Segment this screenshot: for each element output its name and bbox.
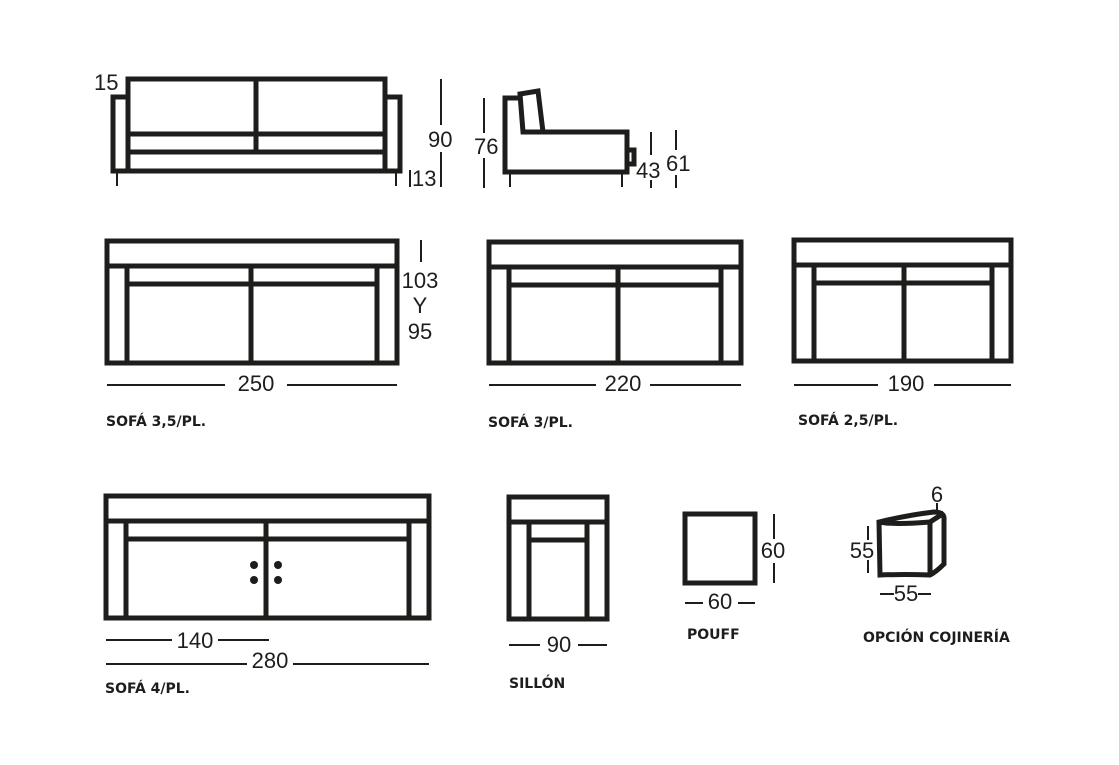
side-view: 76 43 61 <box>474 88 690 188</box>
model-name: SOFÁ 3,5/PL. <box>106 413 206 430</box>
width-label: 55 <box>894 581 918 606</box>
depth-label: 60 <box>761 538 785 563</box>
height-note-1: 103 <box>402 268 439 293</box>
model-name: SOFÁ 4/PL. <box>105 680 190 697</box>
sofa-3-5-plazas: 250 103 Y 95 SOFÁ 3,5/PL. <box>104 238 439 430</box>
width-label: 220 <box>605 371 642 396</box>
width-label: 280 <box>252 648 289 673</box>
back-height-label: 76 <box>474 134 498 159</box>
front-view: 15 90 13 <box>94 70 452 191</box>
model-name: POUFF <box>687 627 740 643</box>
sofa-3-plazas: 220 SOFÁ 3/PL. <box>486 239 744 431</box>
model-name: SOFÁ 3/PL. <box>488 414 573 431</box>
total-height-label: 90 <box>428 127 452 152</box>
side-arm-height-label: 61 <box>666 151 690 176</box>
width-label: 60 <box>708 589 732 614</box>
leg-height-label: 13 <box>412 166 436 191</box>
arm-height-label: 15 <box>94 70 118 95</box>
model-name: SILLÓN <box>509 674 565 692</box>
width-label: 90 <box>547 632 571 657</box>
thickness-label: 6 <box>931 482 943 507</box>
model-name: OPCIÓN COJINERÍA <box>863 628 1010 646</box>
pouff: 60 60 POUFF <box>682 511 785 643</box>
opcion-cojineria: 6 55 55 OPCIÓN COJINERÍA <box>850 482 1010 646</box>
module-width-label: 140 <box>177 628 214 653</box>
width-label: 190 <box>888 371 925 396</box>
width-label: 250 <box>238 371 275 396</box>
height-note-2: Y <box>413 293 428 318</box>
sillon: 90 SILLÓN <box>506 494 610 692</box>
seat-height-label: 43 <box>636 158 660 183</box>
sofa-2-5-plazas: 190 SOFÁ 2,5/PL. <box>791 237 1014 429</box>
height-label: 55 <box>850 538 874 563</box>
height-note-3: 95 <box>408 319 432 344</box>
model-name: SOFÁ 2,5/PL. <box>798 412 898 429</box>
sofa-4-plazas: 140 280 SOFÁ 4/PL. <box>103 493 432 697</box>
